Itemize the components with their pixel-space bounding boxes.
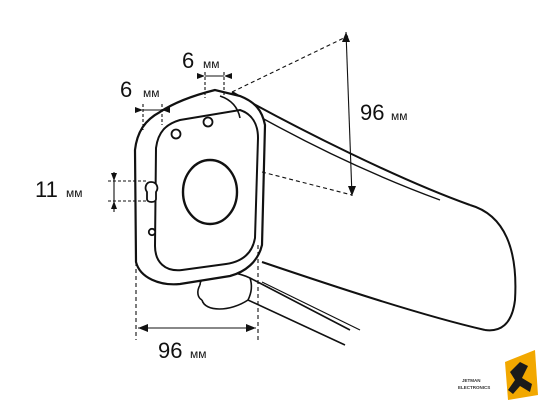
small-screw-hole: [147, 227, 157, 237]
center-opening: [181, 158, 239, 226]
label-top-value: 6: [182, 48, 194, 73]
label-bottom-96mm: 96 мм: [158, 338, 207, 363]
mounting-holes: [170, 116, 214, 140]
housing-body: [231, 91, 517, 332]
label-bottom-value: 96: [158, 338, 182, 363]
label-height-unit: мм: [391, 109, 408, 123]
end-cap: [133, 88, 267, 286]
label-keyhole-value: 11: [35, 177, 58, 202]
label-height-96mm: 96 мм: [360, 100, 408, 125]
label-side-unit: мм: [143, 86, 160, 100]
label-height-value: 96: [360, 100, 384, 125]
bottom-rails: [197, 271, 361, 346]
label-keyhole-unit: мм: [66, 186, 83, 200]
keyhole-slot: [144, 181, 159, 203]
logo-line-2: ELECTRONICS: [458, 385, 490, 390]
logo-line-1: JETMAN: [462, 378, 481, 383]
label-side-value: 6: [120, 77, 132, 102]
label-keyhole-11mm: 11 мм: [35, 177, 83, 202]
jetman-logo: JETMAN ELECTRONICS: [458, 350, 538, 400]
hole-1: [170, 128, 182, 140]
label-bottom-unit: мм: [190, 347, 207, 361]
logo-figure-icon: [508, 362, 532, 394]
arrowheads: [111, 32, 356, 332]
label-top-unit: мм: [203, 57, 220, 71]
dimension-lines: [108, 31, 353, 340]
label-side-6mm: 6 мм: [120, 77, 160, 102]
label-top-6mm: 6 мм: [182, 48, 220, 73]
hole-2: [202, 116, 214, 128]
